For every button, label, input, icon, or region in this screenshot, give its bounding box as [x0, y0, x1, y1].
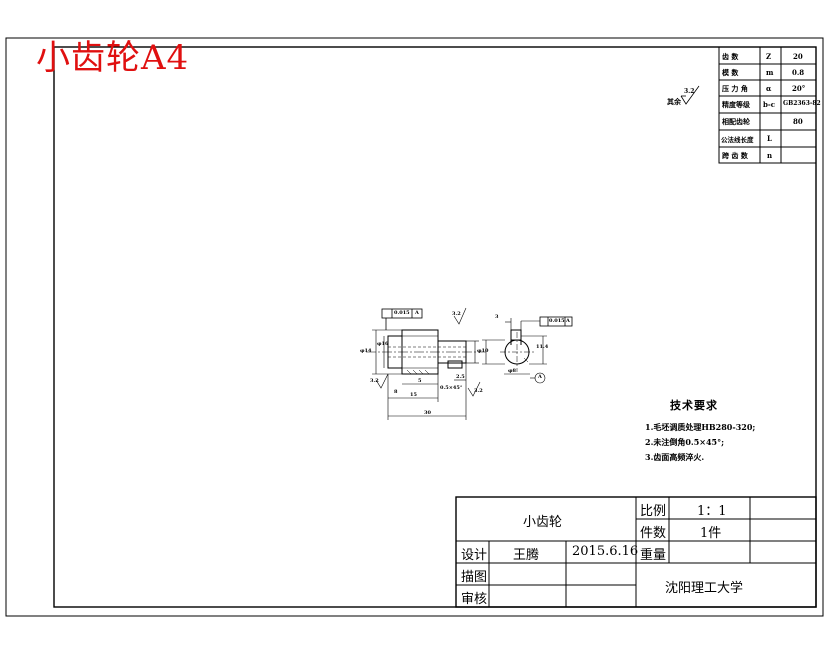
gear-main-view — [366, 329, 486, 375]
main-view-dimensions — [372, 307, 481, 420]
param-name-1: 模 数 — [722, 68, 739, 77]
dim-total: 30 — [424, 410, 431, 416]
param-value-0: 20 — [793, 52, 803, 61]
param-value-4: 80 — [793, 117, 803, 126]
param-name-3: 精度等级 — [722, 100, 750, 109]
design-date: 2015.6.16 — [572, 544, 639, 559]
title-block-grid — [455, 496, 817, 608]
dim-bore: φ8 — [508, 368, 517, 374]
roughness-symbol-other — [680, 85, 700, 105]
tol-right-value: 0.015 — [549, 318, 565, 324]
scale-value: 1：1 — [697, 504, 727, 519]
dim-phi-c: φ10 — [477, 348, 489, 354]
outer-frame — [5, 37, 824, 617]
dim-key: 3 — [495, 314, 499, 320]
surface-note-label: 其余 — [667, 97, 681, 106]
param-value-1: 0.8 — [792, 68, 805, 77]
param-value-2: 20° — [792, 84, 806, 93]
chamfer-note: 0.5×45° — [440, 385, 463, 391]
tol-left-datum: A — [415, 310, 419, 316]
rough-b: 3.2 — [370, 378, 379, 384]
param-symbol-5: L — [767, 134, 772, 143]
param-symbol-0: Z — [766, 52, 772, 61]
param-name-2: 压 力 角 — [722, 84, 748, 93]
dim-c: 8 — [394, 389, 398, 395]
param-value-3: GB2363-82 — [783, 100, 821, 107]
dim-a: 15 — [410, 392, 417, 398]
dim-phi-b: φ16 — [377, 341, 389, 347]
tech-requirement-3: 3.齿面高频淬火. — [645, 452, 705, 462]
section-view-dimensions — [482, 316, 573, 384]
review-label: 审核 — [461, 592, 488, 607]
part-name: 小齿轮 — [523, 515, 563, 530]
design-label: 设计 — [461, 548, 488, 563]
gear-section-view — [500, 329, 534, 372]
tolerance-frame-left — [381, 308, 423, 330]
dim-b: 5 — [418, 378, 422, 384]
school-name: 沈阳理工大学 — [665, 581, 744, 596]
dim-d: 2.5 — [456, 374, 465, 380]
dim-phi-a: φ14 — [360, 348, 372, 354]
params-table-grid — [718, 46, 817, 164]
tech-requirements-title: 技术要求 — [670, 399, 718, 412]
param-symbol-1: m — [766, 68, 774, 77]
tech-requirement-2: 2.未注倒角0.5×45°; — [645, 437, 725, 447]
param-name-4: 相配齿轮 — [722, 117, 750, 126]
surface-note-value: 3.2 — [684, 88, 695, 95]
qty-value: 1件 — [700, 526, 722, 541]
drawing-title: 小齿轮A4 — [36, 38, 190, 78]
qty-label: 件数 — [640, 526, 667, 541]
param-symbol-6: n — [767, 151, 773, 160]
dim-key-depth: 11.4 — [536, 344, 549, 350]
tol-left-value: 0.015 — [394, 310, 410, 316]
param-symbol-2: α — [766, 84, 772, 93]
param-name-0: 齿 数 — [722, 52, 739, 61]
param-symbol-3: b-c — [763, 100, 776, 109]
datum-circle-label: A — [538, 374, 542, 380]
rough-c: 3.2 — [474, 388, 483, 394]
scale-label: 比例 — [640, 504, 667, 519]
param-name-6: 跨 齿 数 — [722, 151, 748, 160]
tech-requirement-1: 1.毛坯调质处理HB280-320; — [645, 422, 756, 432]
tol-right-datum: A — [566, 318, 570, 324]
designer-name: 王腾 — [513, 548, 540, 563]
draft-label: 描图 — [461, 570, 488, 585]
weight-label: 重量 — [640, 548, 667, 563]
inner-frame — [53, 46, 817, 608]
rough-a: 3.2 — [452, 311, 461, 317]
param-name-5: 公法线长度 — [721, 136, 754, 144]
